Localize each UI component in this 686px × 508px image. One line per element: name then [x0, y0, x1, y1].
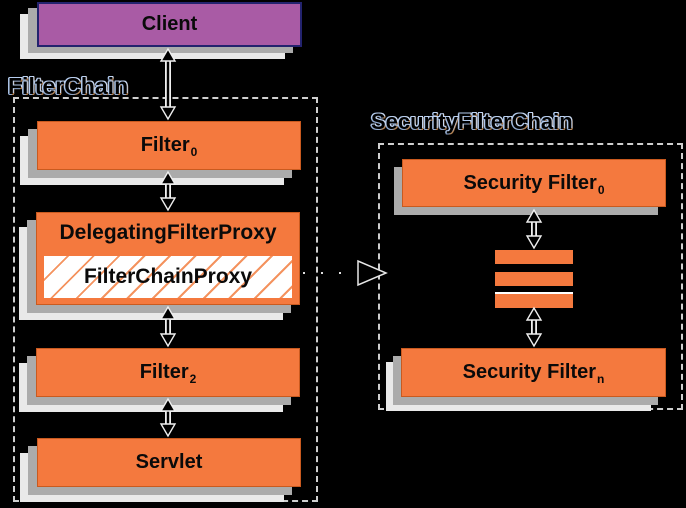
security-filter-0-label: Security Filter0 — [463, 171, 605, 197]
delegating-filter-proxy-label: DelegatingFilterProxy — [59, 221, 277, 244]
security-filter-0-subscript: 0 — [597, 182, 605, 197]
ellipsis-bar — [495, 272, 573, 286]
servlet-label: Servlet — [135, 451, 203, 473]
filter2-subscript: 2 — [189, 372, 197, 387]
security-filter-n-subscript: n — [597, 372, 605, 387]
delegating-filter-proxy-box: DelegatingFilterProxy FilterChainProxy — [36, 212, 300, 305]
filter2-label: Filter2 — [139, 361, 197, 387]
filter-chain-proxy-box: FilterChainProxy — [41, 253, 295, 301]
security-filter-n-box: Security Filtern — [401, 348, 666, 397]
securityfilterchain-label: SecurityFilterChain — [371, 109, 573, 134]
ellipsis-bar — [495, 250, 573, 264]
filter0-subscript: 0 — [190, 145, 198, 160]
ellipsis-bar — [495, 292, 573, 308]
filter0-box: Filter0 — [37, 121, 301, 170]
security-filter-n-label: Security Filtern — [462, 361, 605, 387]
client-box: Client — [37, 2, 302, 47]
filter2-box: Filter2 — [36, 348, 300, 397]
filter0-label: Filter0 — [140, 134, 198, 160]
servlet-box: Servlet — [37, 438, 301, 487]
filter-chain-proxy-label: FilterChainProxy — [83, 265, 253, 288]
client-label: Client — [141, 13, 198, 35]
filterchain-label: FilterChain — [8, 73, 129, 99]
security-filter-0-box: Security Filter0 — [402, 159, 666, 207]
